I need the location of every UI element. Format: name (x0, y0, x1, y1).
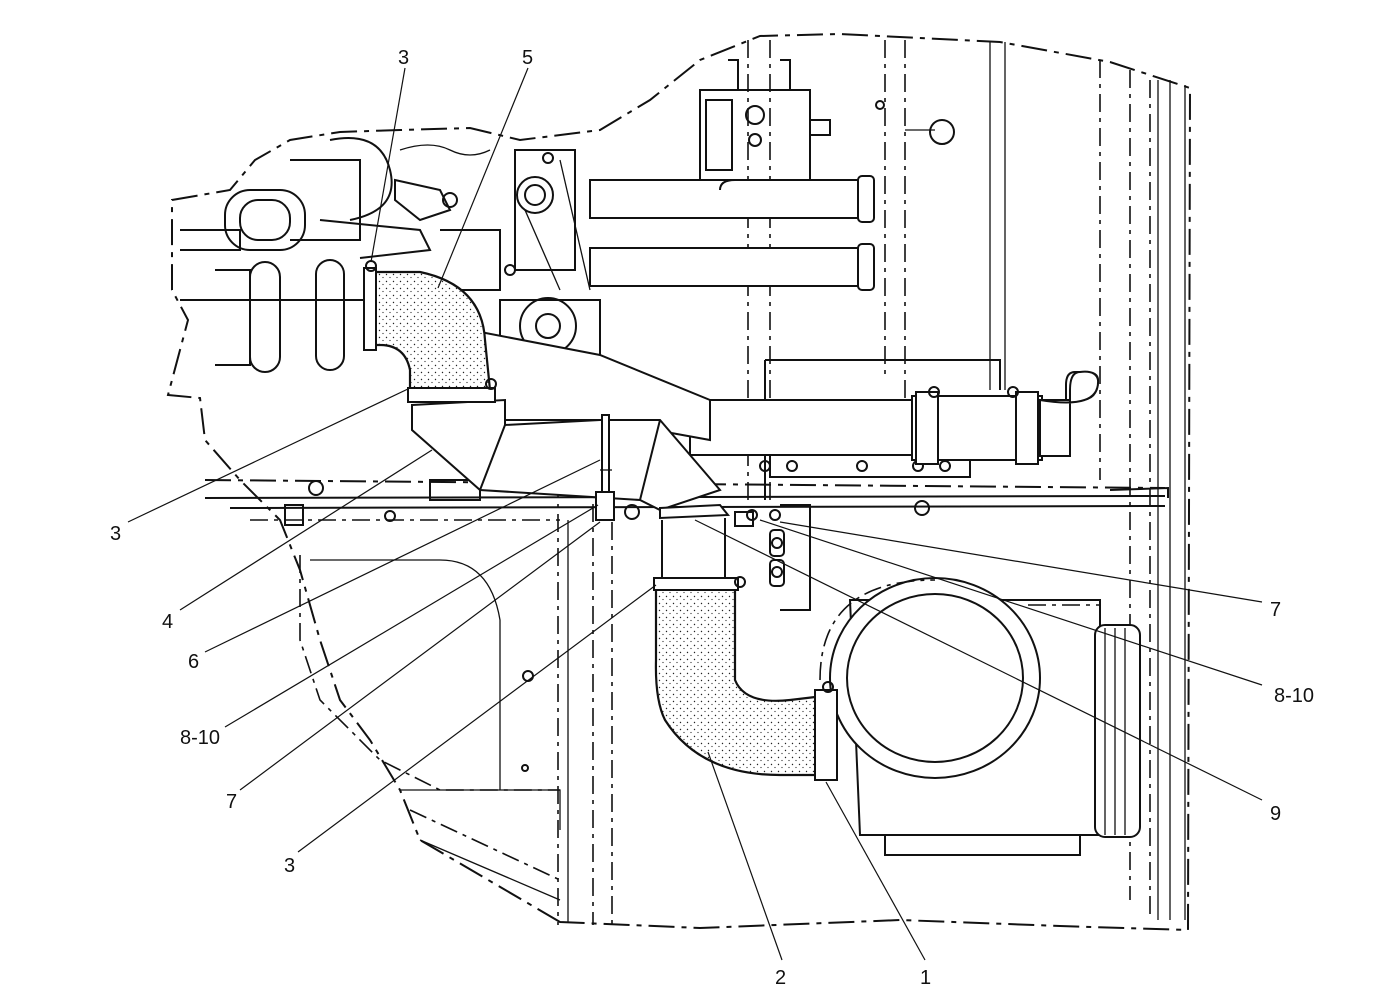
callout-3-left: 3 (110, 523, 121, 545)
engine-components (180, 137, 501, 373)
callout-9: 9 (1270, 803, 1281, 825)
valve-assembly (699, 59, 955, 181)
callout-8-10-left: 8-10 (180, 727, 220, 749)
turbo-area (499, 149, 601, 361)
air-cleaner (769, 504, 1141, 856)
engine-outline (166, 32, 1192, 932)
upper-hose-elbow (363, 260, 497, 403)
hydraulic-pipes (589, 175, 875, 291)
intake-duct (411, 328, 722, 521)
lower-hose-elbow (653, 503, 838, 781)
callout-2: 2 (775, 967, 786, 989)
callout-3-top: 3 (398, 47, 409, 69)
callout-7-right: 7 (1270, 599, 1281, 621)
callout-7-left: 7 (226, 791, 237, 813)
callout-6: 6 (188, 651, 199, 673)
right-housing (689, 359, 1100, 500)
callouts: 3 5 3 4 6 8-10 7 3 2 1 9 8-10 7 (110, 47, 1314, 989)
lower-frame (299, 555, 561, 901)
callout-5: 5 (522, 47, 533, 69)
callout-8-10-right: 8-10 (1274, 685, 1314, 707)
leader-lines (127, 67, 1263, 961)
callout-1: 1 (920, 967, 931, 989)
callout-3-bottom: 3 (284, 855, 295, 877)
callout-4: 4 (162, 611, 173, 633)
